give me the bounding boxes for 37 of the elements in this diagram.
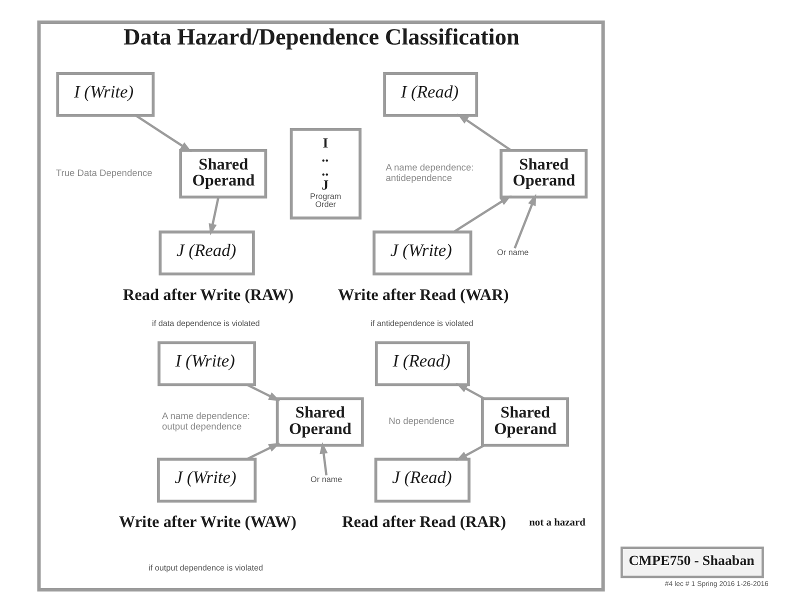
label: Write after Write (WAW) bbox=[118, 512, 296, 532]
node-box: J (Write) bbox=[156, 458, 256, 503]
node-text: Or name bbox=[496, 248, 528, 257]
label: if output dependence is violated bbox=[148, 564, 263, 573]
label: not a hazard bbox=[528, 517, 585, 528]
label: True Data Dependence bbox=[55, 168, 152, 178]
label: Read after Read (RAR) bbox=[342, 512, 506, 532]
node-box: Shared Operand bbox=[275, 397, 364, 447]
arrow bbox=[456, 114, 511, 152]
arrow bbox=[246, 442, 280, 460]
arrow bbox=[455, 444, 484, 461]
node-box: Shared Operand bbox=[480, 397, 568, 447]
node-text: Or name bbox=[310, 475, 342, 484]
node-box: J (Read) bbox=[374, 458, 470, 503]
arrow bbox=[246, 384, 280, 402]
label: if antidependence is violated bbox=[370, 318, 473, 328]
node-box: Shared Operand bbox=[178, 148, 267, 198]
node-box: I (Write) bbox=[56, 72, 154, 117]
arrow bbox=[513, 194, 536, 249]
node-box: Shared Operand bbox=[499, 148, 588, 198]
label: A name dependence: antidependence bbox=[385, 162, 474, 184]
node-box: I .. .. J Program Order bbox=[289, 128, 362, 220]
arrow bbox=[208, 196, 220, 236]
node-box: I (Read) bbox=[382, 72, 478, 117]
label: Write after Read (WAR) bbox=[337, 284, 508, 304]
node-box: I (Read) bbox=[374, 341, 470, 386]
label: if data dependence is violated bbox=[152, 318, 260, 328]
node-box: J (Read) bbox=[158, 230, 254, 276]
label: Read after Write (RAW) bbox=[122, 284, 294, 304]
arrow bbox=[134, 114, 192, 152]
label: A name dependence: output dependence bbox=[161, 410, 250, 432]
arrow bbox=[455, 383, 484, 400]
label: No dependence bbox=[388, 416, 454, 426]
node-box: J (Write) bbox=[372, 230, 472, 276]
arrow bbox=[452, 195, 512, 233]
arrow bbox=[319, 442, 328, 476]
node-box: I (Write) bbox=[157, 341, 256, 386]
